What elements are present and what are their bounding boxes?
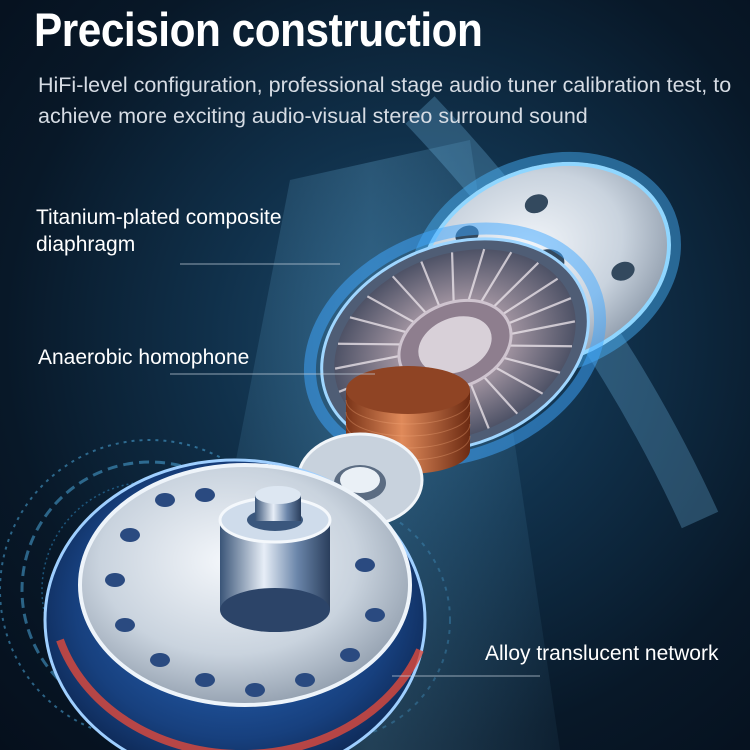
page-title: Precision construction [34, 3, 483, 56]
alloy-housing [43, 458, 427, 750]
label-network: Alloy translucent network [485, 642, 719, 665]
label-homophone: Anaerobic homophone [38, 346, 250, 369]
page-subtitle: HiFi-level configuration, professional s… [38, 73, 732, 128]
label-diaphragm: Titanium-plated composite diaphragm [36, 206, 282, 256]
